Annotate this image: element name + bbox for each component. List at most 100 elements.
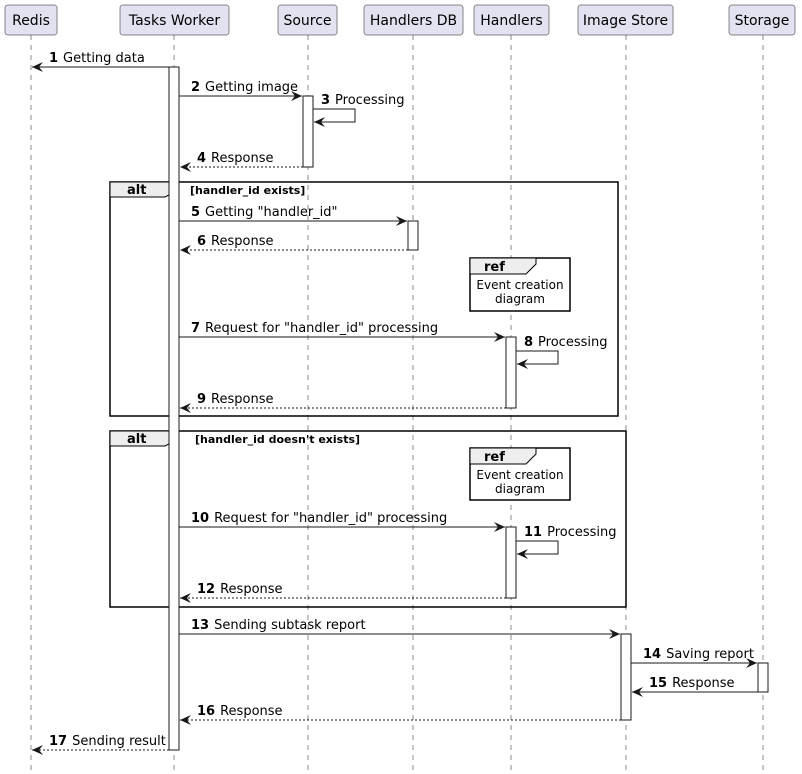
participant-redis: Redis [4,4,58,36]
ref-keyword: ref [484,260,505,275]
message-label: 13 Sending subtask report [191,618,366,633]
alt-condition: [handler_id exists] [190,184,305,197]
message-text: Response [211,234,273,249]
message-text: Sending subtask report [214,618,365,633]
participant-label: Handlers [480,13,542,29]
ref-tab [469,257,537,275]
message-number: 8 [524,335,533,350]
participant-label: Redis [12,13,50,29]
activation-bars [168,66,769,751]
message-text: Response [211,151,273,166]
participant-tasks-worker: Tasks Worker [119,4,230,36]
message-text: Request for "handler_id" processing [214,511,447,526]
participant-box [363,4,464,36]
participant-handlers: Handlers [473,4,550,36]
message-text: Response [220,582,282,597]
message-number: 12 [197,582,215,597]
participant-label: Image Store [583,13,668,29]
message-8: 8 Processing [516,335,607,369]
ref-text-line2: diagram [495,482,545,496]
message-label: 8 Processing [524,335,607,350]
alt-frame-border [109,430,627,608]
message-label: 6 Response [197,234,273,249]
participant-box [277,4,338,36]
message-number: 10 [191,511,209,526]
activation-storage [757,662,769,693]
message-label: 14 Saving report [643,647,754,662]
message-number: 2 [191,80,200,95]
participant-handlers-db: Handlers DB [363,4,464,36]
participant-source: Source [277,4,338,36]
alt-frame: alt[handler_id exists] [109,181,619,417]
message-9: 9 Response [180,392,506,413]
ref-text-line2: diagram [495,292,545,306]
message-number: 13 [191,618,209,633]
participant-box [4,4,58,36]
activation-image-store [620,633,632,721]
message-number: 4 [197,151,206,166]
message-number: 15 [649,676,667,691]
message-text: Getting data [63,51,145,66]
message-number: 1 [49,51,58,66]
message-text: Processing [538,335,607,350]
message-arrow [313,108,356,127]
message-text: Processing [547,525,616,540]
participant-box [473,4,550,36]
activation-handlers [505,526,517,599]
activation-handlers-db [407,220,419,251]
alt-keyword: alt [127,432,146,447]
message-text: Response [672,676,734,691]
participant-image-store: Image Store [577,4,674,36]
message-number: 3 [321,93,330,108]
alt-frame-border [109,181,619,417]
message-15: 15 Response [632,676,758,697]
message-arrow [516,350,559,369]
message-number: 6 [197,234,206,249]
message-12: 12 Response [180,582,506,603]
participant-box [119,4,230,36]
participants: Redis Tasks Worker Source Handlers DB Handle… [4,4,796,36]
message-14: 14 Saving report [631,647,757,668]
message-arrow [516,540,559,559]
message-text: Request for "handler_id" processing [205,321,438,336]
activation-handlers [505,336,517,409]
message-3: 3 Processing [313,93,404,127]
message-number: 9 [197,392,206,407]
alt-frame: alt [handler_id doesn't exists] [109,430,627,608]
participant-box [577,4,674,36]
message-label: 3 Processing [321,93,404,108]
ref-tab [469,447,537,465]
participant-storage: Storage [728,4,796,36]
message-number: 17 [49,734,67,749]
message-text: Saving report [666,647,754,662]
message-4: 4 Response [180,151,303,172]
participant-label: Handlers DB [370,13,457,29]
message-number: 5 [191,205,200,220]
message-number: 16 [197,704,215,719]
participant-label: Storage [735,13,790,29]
message-label: 10 Request for "handler_id" processing [191,511,447,526]
participant-box [728,4,796,36]
participant-label: Tasks Worker [128,13,221,29]
participant-label: Source [283,13,331,29]
combined-fragments: alt[handler_id exists] alt [handler_id doe… [109,181,627,608]
message-text: Processing [335,93,404,108]
ref-text-line1: Event creation [476,278,563,292]
message-text: Response [211,392,273,407]
alt-condition: [handler_id doesn't exists] [195,433,360,446]
message-1: 1 Getting data [32,51,169,72]
message-number: 14 [643,647,661,662]
message-label: 4 Response [197,151,273,166]
